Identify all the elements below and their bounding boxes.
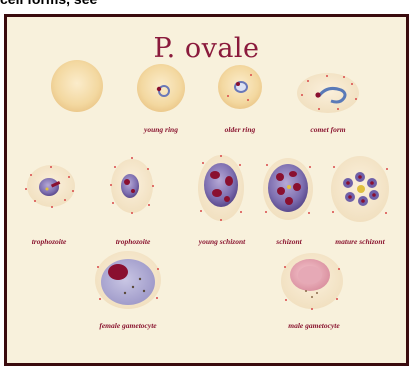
young-schizont-cell bbox=[198, 155, 244, 221]
label-mature-schizont: mature schizont bbox=[305, 237, 415, 246]
older-ring-cell bbox=[218, 65, 262, 109]
schizont-cell bbox=[263, 158, 313, 220]
uninfected-red-cell bbox=[51, 60, 103, 112]
label-comet-form: comet form bbox=[273, 125, 383, 134]
male-gametocyte-cell bbox=[281, 253, 343, 310]
comet-form-cell bbox=[297, 73, 359, 113]
label-female-gametocyte: female gametocyte bbox=[73, 321, 183, 330]
label-male-gametocyte: male gametocyte bbox=[259, 321, 369, 330]
cell-illustrations bbox=[7, 17, 406, 363]
mature-schizont-cell bbox=[331, 156, 389, 222]
trophozoite-cell-2 bbox=[110, 157, 154, 214]
young-ring-cell bbox=[137, 64, 185, 112]
header-caption: cell forms, see bbox=[0, 0, 200, 11]
female-gametocyte-cell bbox=[95, 251, 161, 309]
trophozoite-cell-1 bbox=[25, 165, 75, 208]
illustration-plate: P. ovale bbox=[4, 14, 409, 366]
